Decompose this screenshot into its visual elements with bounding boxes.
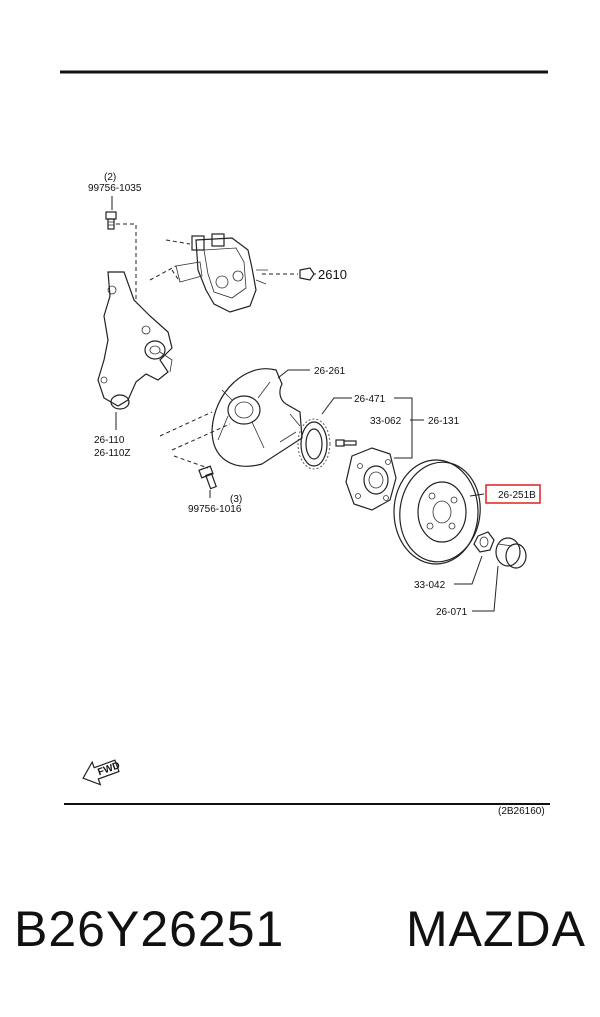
leader-sensor-ring [321, 397, 352, 415]
label-knuckle-a: 26-110 [94, 435, 125, 446]
bottom-bolt-dashed-line [173, 455, 209, 469]
label-hub: 26-131 [428, 416, 460, 427]
caliper [175, 233, 268, 313]
caption-bar: B26Y26251 MAZDA [0, 900, 600, 980]
hub-bolt [335, 439, 357, 447]
label-bottom-bolt-qty: (3) [230, 494, 242, 505]
label-disc: 26-251B [498, 490, 536, 501]
label-top-bolt-qty: (2) [104, 172, 116, 183]
grease-cap [495, 537, 527, 569]
part-highlight-box [485, 484, 541, 504]
label-hub-bolt: 33-062 [370, 416, 402, 427]
label-top-bolt-pn: 99756-1035 [88, 183, 142, 194]
label-knuckle-b: 26-110Z [94, 448, 131, 459]
leader-nut [454, 555, 483, 585]
label-cap: 26-071 [436, 607, 468, 618]
dust-cover-dashed-line [159, 411, 231, 451]
wheel-hub [345, 447, 397, 511]
label-figure-code: (2B26160) [498, 806, 545, 817]
brand-name: MAZDA [406, 901, 586, 957]
steering-knuckle [97, 271, 173, 410]
caliper-dashed-line [149, 239, 191, 283]
label-sensor-ring: 26-471 [354, 394, 386, 405]
leader-hub-bracket [394, 397, 413, 459]
leader-disc [469, 493, 485, 497]
label-dust-cover: 26-261 [314, 366, 346, 377]
label-bottom-bolt-pn: 99756-1016 [188, 504, 242, 515]
caliper-pin-icon [299, 267, 315, 281]
forward-arrow-icon: FWD [82, 759, 122, 786]
top-bolt-dashed-line [116, 223, 137, 300]
label-nut: 33-042 [414, 580, 446, 591]
top-bolt [105, 211, 117, 230]
leader-dust-cover [277, 369, 310, 379]
dust-cover [211, 368, 303, 467]
leader-cap [472, 565, 499, 612]
hub-nut [473, 531, 495, 553]
part-number: B26Y26251 [14, 901, 285, 957]
bottom-bolt [198, 465, 217, 490]
label-caliper: 2610 [318, 267, 347, 282]
sensor-ring [297, 418, 331, 470]
brake-disc [393, 459, 481, 565]
